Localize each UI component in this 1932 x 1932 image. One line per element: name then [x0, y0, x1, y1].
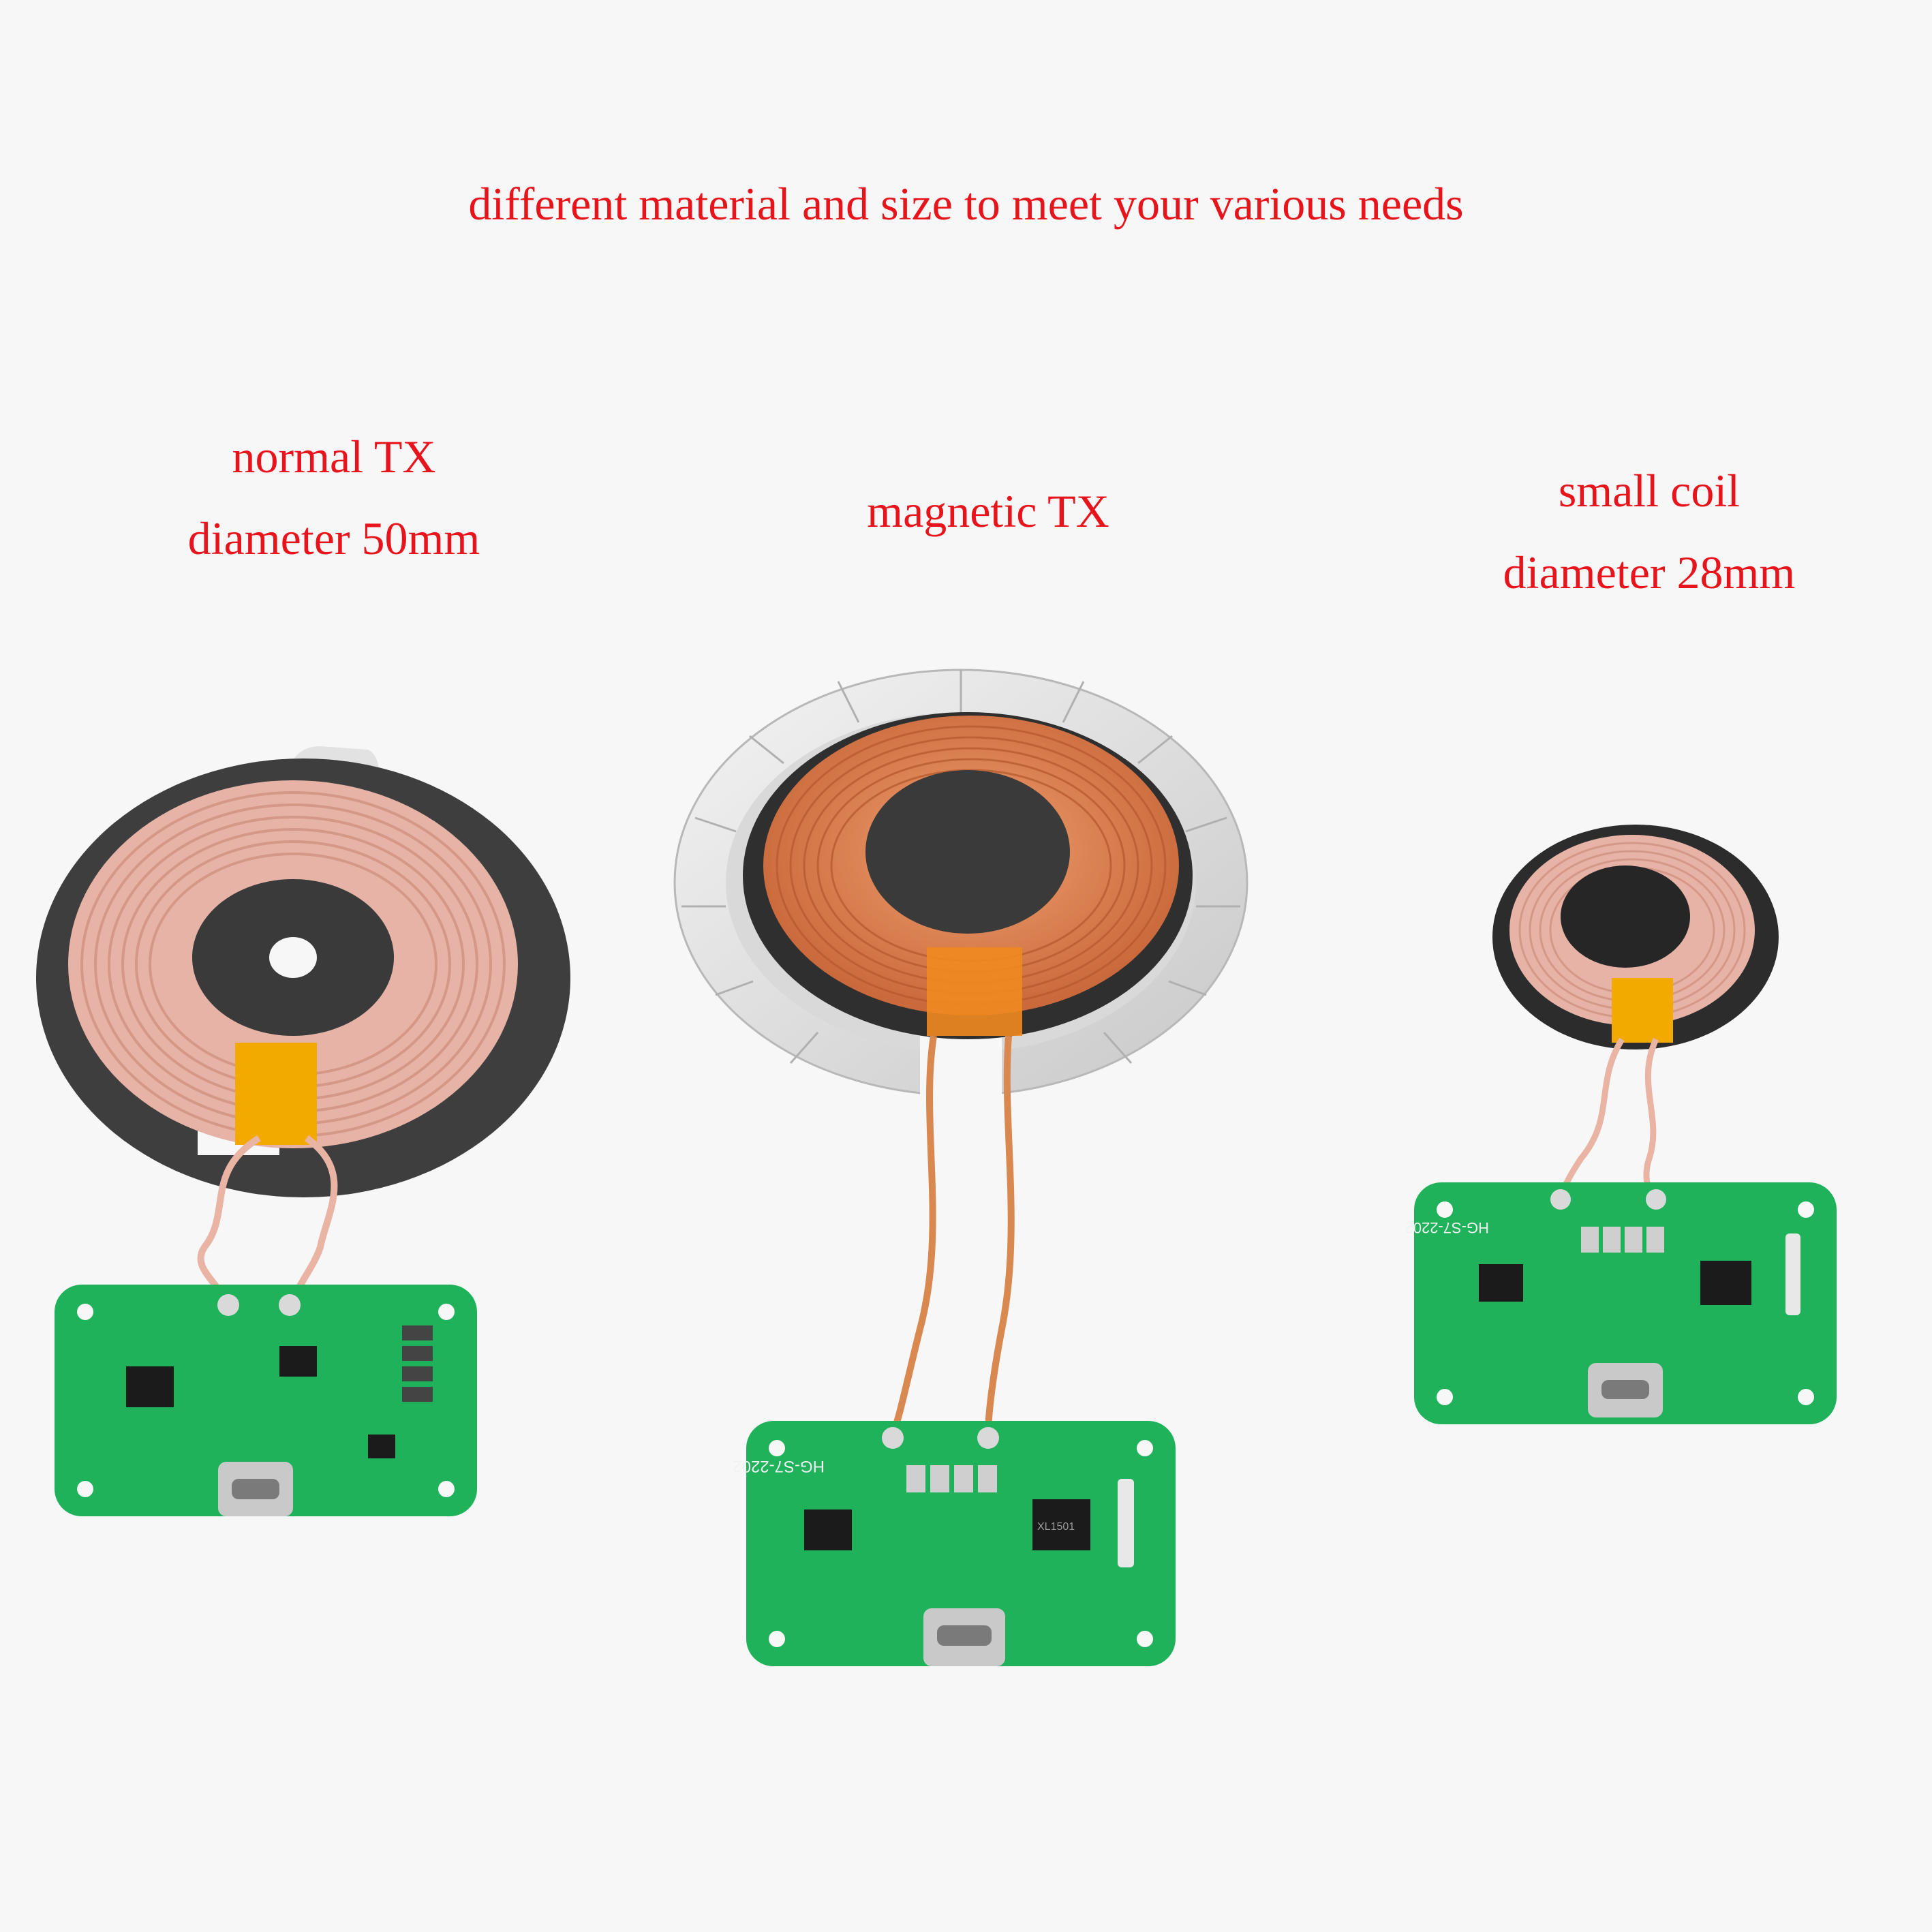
- lead-wire-right: [1643, 1038, 1659, 1208]
- ic-chip: [804, 1509, 852, 1550]
- pcb-board: [746, 1421, 1176, 1666]
- pin-header: [1785, 1233, 1800, 1315]
- ferrite-center: [865, 770, 1070, 934]
- small-coil-assembly: HG-S7-2202: [1405, 825, 1837, 1424]
- ic-chip: [1479, 1264, 1523, 1302]
- ic-chip: [126, 1366, 174, 1407]
- pin-header: [1118, 1479, 1134, 1567]
- ferrite-center: [1561, 865, 1690, 968]
- lead-wire-left: [197, 1135, 261, 1303]
- lead-wire-left: [889, 1035, 937, 1436]
- normal-tx-label: normal TX diameter 50mm: [102, 416, 566, 579]
- magnetic-tx-assembly: HG-S7-2202 XL1501: [673, 669, 1248, 1666]
- normal-tx-name: normal TX: [232, 431, 436, 482]
- magnetic-tx-label: magnetic TX: [756, 470, 1220, 552]
- kapton-tape: [235, 1043, 317, 1145]
- magnetic-tx-name: magnetic TX: [867, 485, 1109, 537]
- normal-tx-spec: diameter 50mm: [187, 512, 480, 564]
- small-coil-name: small coil: [1558, 465, 1741, 517]
- small-coil-label: small coil diameter 28mm: [1417, 450, 1881, 613]
- pcb-board: [1414, 1182, 1837, 1424]
- silkscreen-text: HG-S7-2202: [1405, 1219, 1489, 1236]
- ic-chip: [1032, 1499, 1090, 1550]
- lead-wire-left: [1557, 1037, 1625, 1207]
- lead-wire-right: [985, 1035, 1015, 1435]
- normal-tx-assembly: [36, 746, 570, 1516]
- headline-caption: different material and size to meet your…: [468, 178, 1464, 230]
- silkscreen-text: HG-S7-2202: [733, 1457, 825, 1475]
- ic-chip: [1700, 1261, 1751, 1305]
- ic-chip: [279, 1346, 317, 1377]
- kapton-tape: [1612, 978, 1673, 1043]
- lead-wire-right: [290, 1135, 338, 1303]
- center-hole: [269, 937, 317, 978]
- kapton-tape: [927, 947, 1022, 1036]
- chip-marking: XL1501: [1037, 1521, 1075, 1533]
- small-coil-spec: diameter 28mm: [1503, 547, 1796, 598]
